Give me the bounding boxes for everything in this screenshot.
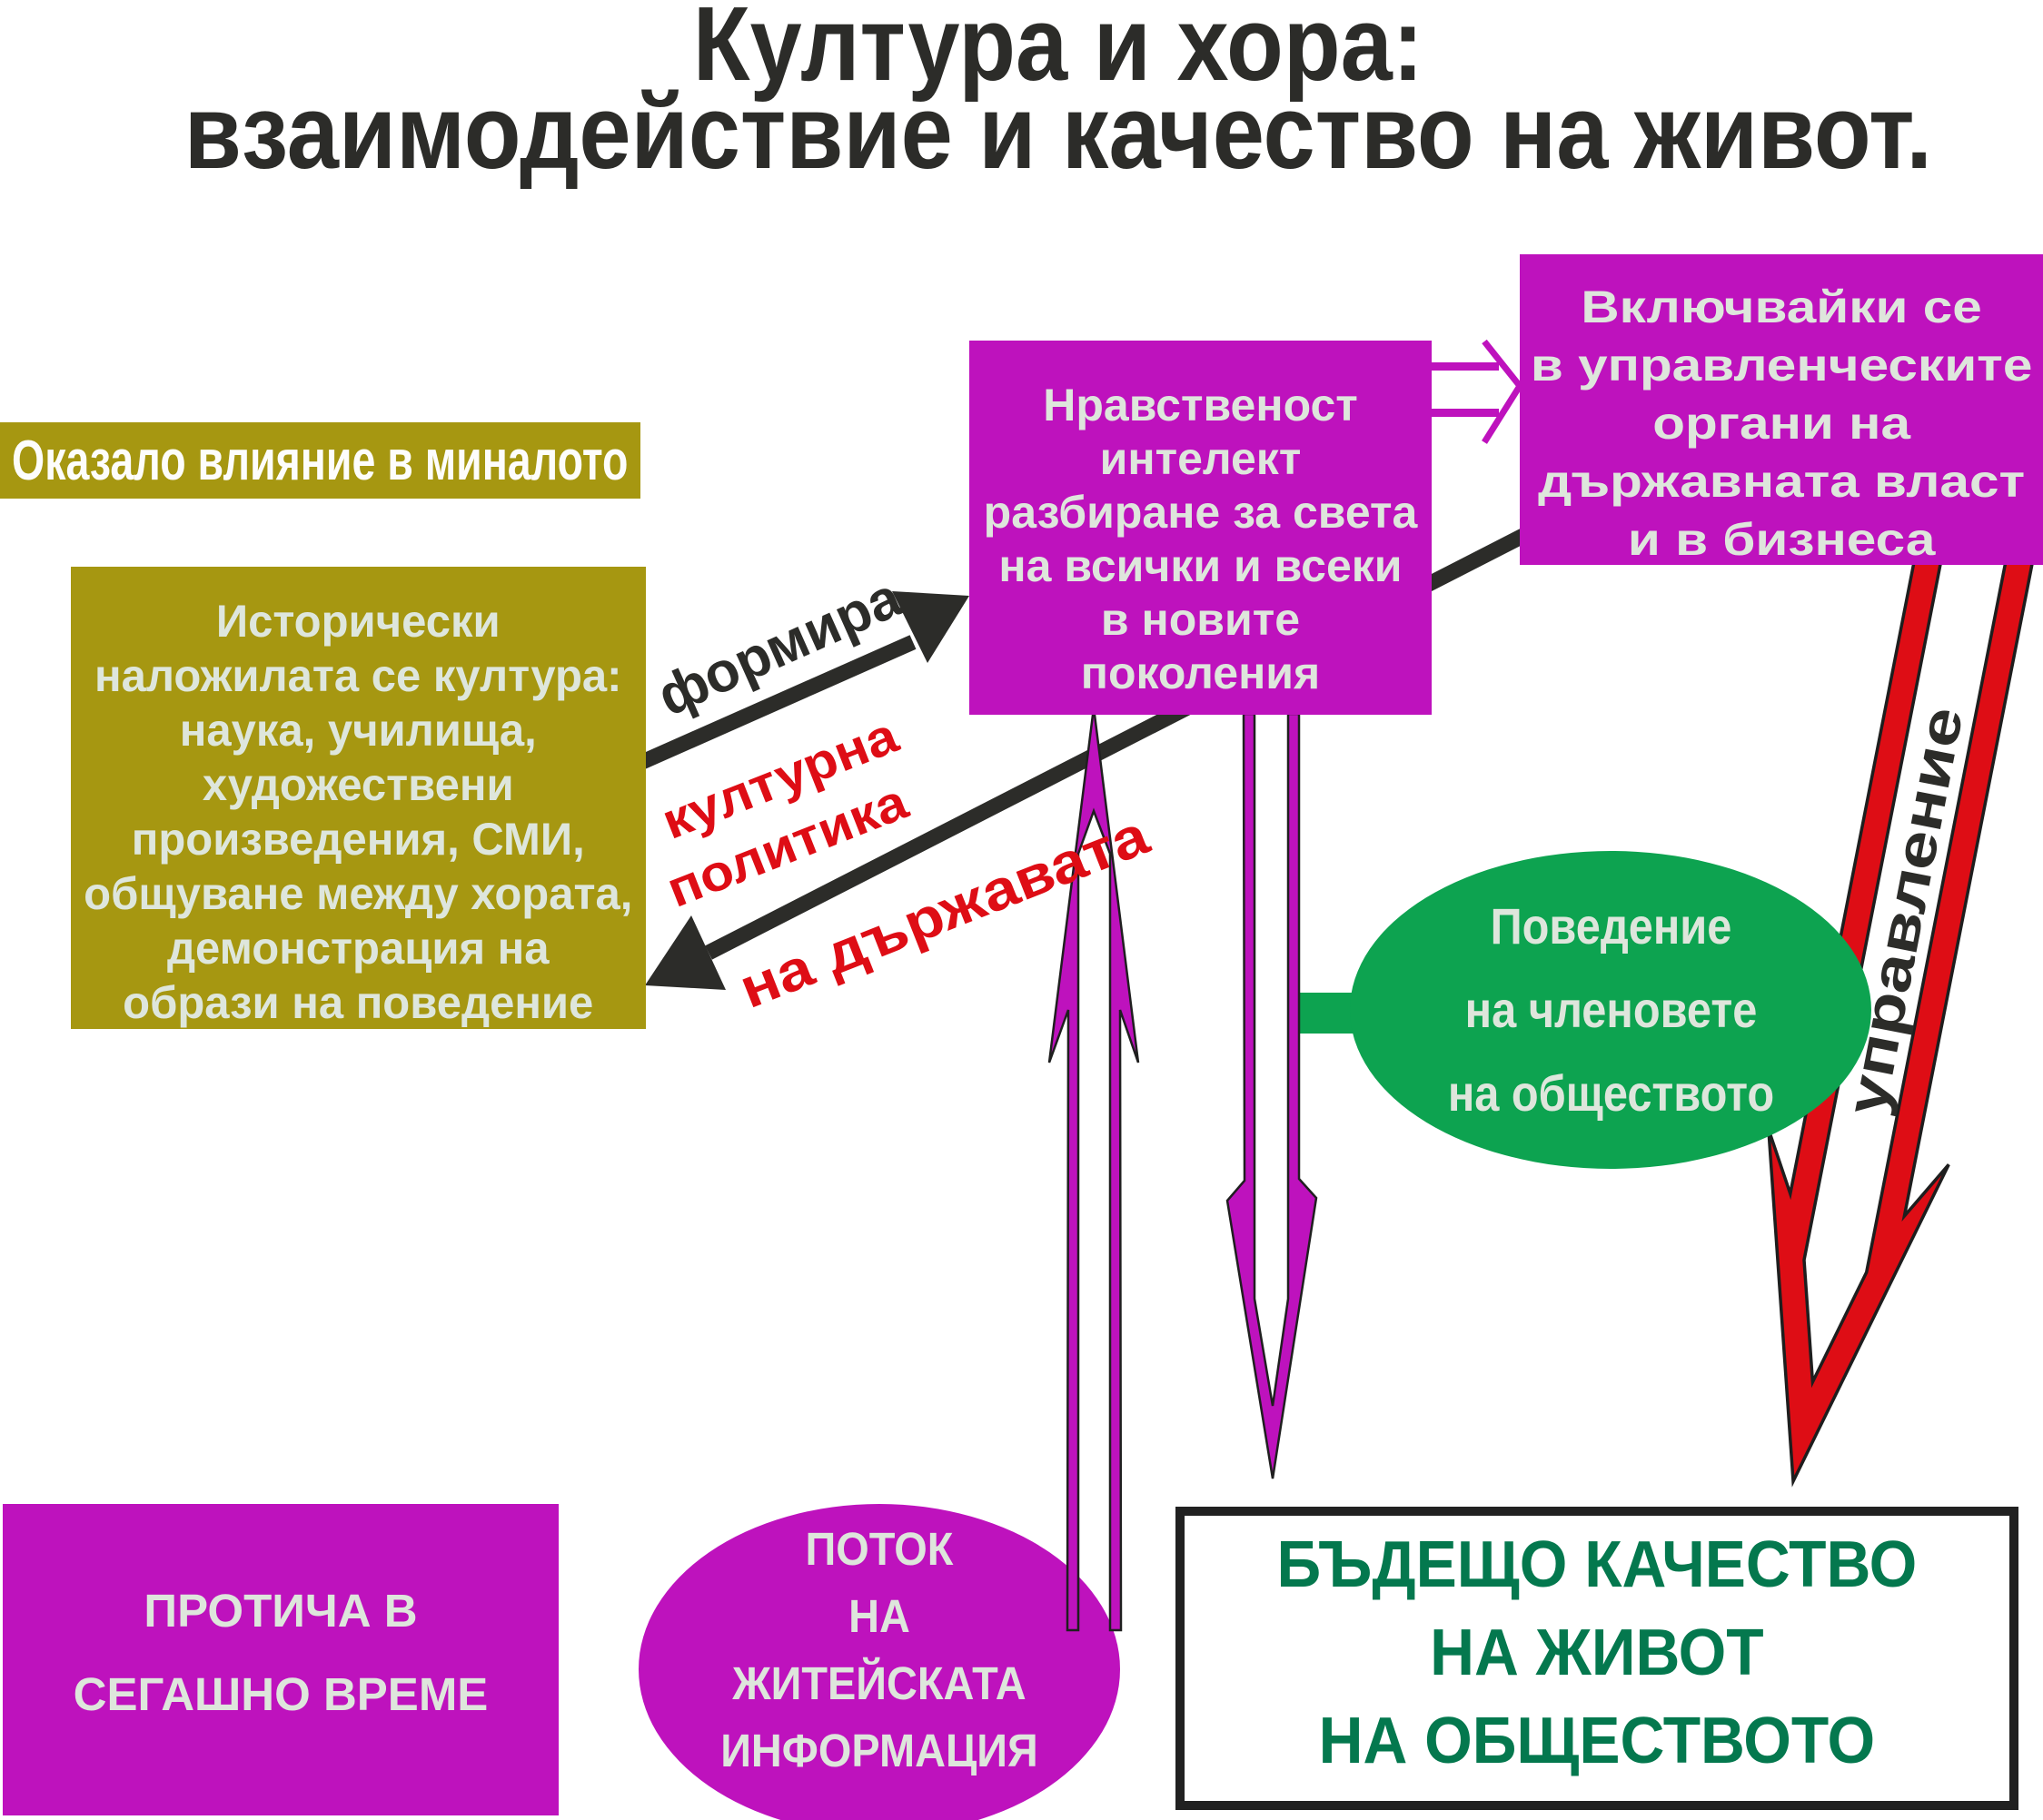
behavior-ellipse-text: Поведение на членовете на обществото (1338, 874, 1883, 1146)
info-flow-ellipse (639, 1504, 1120, 1820)
management-arrow (1767, 528, 2037, 1488)
double-chevron-bar-top (1432, 362, 1499, 371)
historical-culture-box: Исторически наложилата се култура: наука… (71, 567, 646, 1029)
past-influence-label-text: Оказало влияние в миналото (12, 429, 629, 492)
behavior-ellipse-text-lines: Поведение на членовете на обществото (1447, 897, 1774, 1122)
forms-arrow-shaft (630, 635, 917, 773)
governance-inclusion-text: Включвайки се в управленческите органи н… (1530, 282, 2033, 565)
behavior-ellipse (1350, 851, 1871, 1169)
present-time-text: ПРОТИЧА В СЕГАШНО ВРЕМЕ (73, 1585, 489, 1720)
cultural-policy-arrow-head (645, 915, 726, 990)
down-arrow (1225, 712, 1318, 1479)
future-quality-box: БЪДЕЩО КАЧЕСТВО НА ЖИВОТ НА ОБЩЕСТВОТО (1175, 1507, 2018, 1810)
page-title-text: Култура и хора: взаимодействие и качеств… (183, 0, 1933, 191)
future-quality-text: БЪДЕЩО КАЧЕСТВО НА ЖИВОТ НА ОБЩЕСТВОТО (1276, 1528, 1918, 1777)
double-chevron-bar-bottom (1432, 409, 1499, 417)
info-flow-ellipse-text-lines: ПОТОК НА ЖИТЕЙСКАТА ИНФОРМАЦИЯ (720, 1523, 1038, 1776)
present-time-box: ПРОТИЧА В СЕГАШНО ВРЕМЕ (3, 1504, 559, 1815)
forms-arrow-head (892, 591, 969, 663)
governance-inclusion-box: Включвайки се в управленческите органи н… (1520, 254, 2043, 565)
page-title: Култура и хора: взаимодействие и качеств… (36, 0, 2043, 191)
forms-arrow (630, 591, 969, 773)
morality-box: Нравственост интелект разбиране за света… (969, 341, 1432, 715)
morality-text: Нравственост интелект разбиране за света… (983, 379, 1418, 698)
info-flow-ellipse-text: ПОТОК НА ЖИТЕЙСКАТА ИНФОРМАЦИЯ (652, 1516, 1106, 1785)
historical-culture-text: Исторически наложилата се култура: наука… (84, 596, 633, 1028)
past-influence-label-box: Оказало влияние в миналото (0, 422, 640, 499)
up-arrow (1047, 707, 1140, 1632)
